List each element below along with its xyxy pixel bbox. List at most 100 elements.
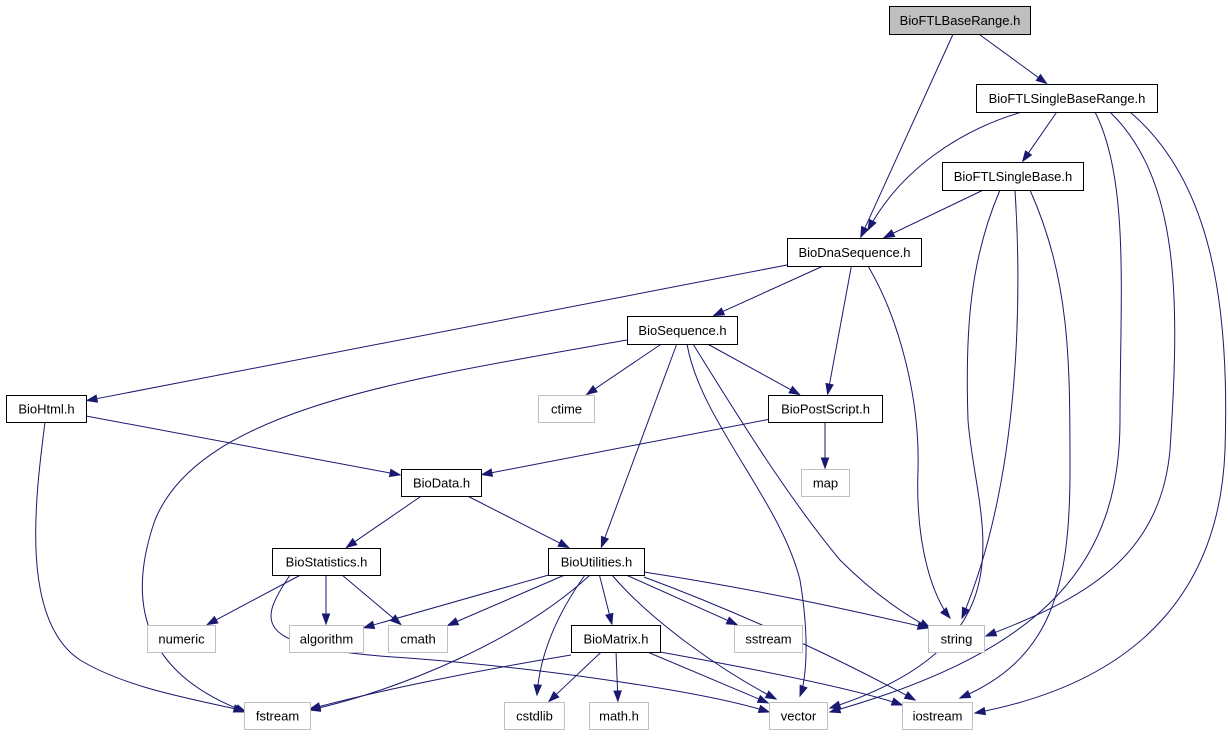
node-box bbox=[272, 548, 381, 576]
node-matrix[interactable]: BioMatrix.h bbox=[571, 625, 661, 653]
node-string: string bbox=[928, 625, 985, 653]
node-stats[interactable]: BioStatistics.h bbox=[272, 548, 381, 576]
node-cstdlib: cstdlib bbox=[504, 702, 565, 730]
arrowhead-icon bbox=[308, 702, 322, 711]
node-box bbox=[147, 625, 216, 653]
edge-html-to-data bbox=[85, 415, 402, 478]
node-box bbox=[889, 6, 1031, 35]
edge-seq-to-utils bbox=[600, 343, 678, 549]
node-iostream: iostream bbox=[902, 702, 973, 730]
node-label: algorithm bbox=[300, 632, 353, 647]
edge-utils-to-cmath bbox=[446, 574, 565, 626]
arrowhead-icon bbox=[799, 684, 808, 698]
node-box bbox=[401, 469, 482, 497]
arrowhead-icon bbox=[825, 382, 834, 396]
edge-utils-to-cstdlib bbox=[533, 574, 586, 697]
node-label: math.h bbox=[599, 709, 639, 724]
arrowhead-icon bbox=[206, 615, 219, 626]
arrowhead-icon bbox=[712, 307, 726, 317]
node-box bbox=[6, 395, 87, 423]
edge-dnaseq-to-seq bbox=[712, 265, 824, 317]
edge-matrix-to-vector bbox=[647, 651, 770, 704]
node-label: string bbox=[941, 632, 973, 647]
node-label: ctime bbox=[551, 402, 582, 417]
node-ctime: ctime bbox=[538, 395, 595, 423]
arrowhead-icon bbox=[345, 537, 358, 549]
edge-matrix-to-fstream bbox=[308, 654, 572, 711]
arrowhead-icon bbox=[557, 538, 570, 549]
edge-seq-to-ctime bbox=[585, 343, 662, 396]
node-sstream: sstream bbox=[734, 625, 803, 653]
edge-singlebaserange-to-iostream bbox=[973, 111, 1227, 716]
node-box bbox=[571, 625, 661, 653]
node-numeric: numeric bbox=[147, 625, 216, 653]
node-label: BioStatistics.h bbox=[286, 555, 368, 570]
node-html[interactable]: BioHtml.h bbox=[6, 395, 87, 423]
node-box bbox=[548, 548, 645, 576]
node-label: BioSequence.h bbox=[638, 323, 726, 338]
arrowhead-icon bbox=[828, 700, 842, 709]
arrowhead-icon bbox=[600, 535, 610, 549]
node-singlebaserange[interactable]: BioFTLSingleBaseRange.h bbox=[976, 84, 1158, 113]
node-vector: vector bbox=[769, 702, 828, 730]
edge-singlebase-to-string bbox=[961, 189, 1019, 620]
arrowhead-icon bbox=[973, 706, 987, 716]
arrowhead-icon bbox=[756, 694, 770, 704]
node-label: BioHtml.h bbox=[18, 402, 74, 417]
edge-dnaseq-to-postscript bbox=[825, 265, 852, 396]
node-box bbox=[289, 625, 364, 653]
arrowhead-icon bbox=[1035, 73, 1048, 85]
arrowhead-icon bbox=[85, 394, 99, 403]
node-root[interactable]: BioFTLBaseRange.h bbox=[889, 6, 1031, 35]
node-box bbox=[589, 702, 649, 730]
node-box bbox=[627, 316, 738, 345]
node-label: BioFTLSingleBase.h bbox=[954, 169, 1073, 184]
edge-singlebaserange-to-string bbox=[984, 111, 1176, 637]
node-box bbox=[768, 395, 883, 423]
node-singlebase[interactable]: BioFTLSingleBase.h bbox=[942, 162, 1084, 191]
edge-utils-to-vector bbox=[611, 574, 778, 700]
node-postscript[interactable]: BioPostScript.h bbox=[768, 395, 883, 423]
node-dnaseq[interactable]: BioDnaSequence.h bbox=[787, 238, 922, 267]
edge-postscript-to-map bbox=[820, 422, 830, 470]
nodes-layer: BioFTLBaseRange.hBioFTLSingleBaseRange.h… bbox=[6, 6, 1158, 730]
node-label: BioMatrix.h bbox=[583, 632, 648, 647]
arrowhead-icon bbox=[764, 690, 778, 700]
node-box bbox=[787, 238, 922, 267]
node-utils[interactable]: BioUtilities.h bbox=[548, 548, 645, 576]
arrowhead-icon bbox=[388, 468, 402, 478]
node-box bbox=[928, 625, 985, 653]
edge-utils-to-algorithm bbox=[362, 574, 549, 629]
arrowhead-icon bbox=[605, 612, 614, 626]
edge-root-to-singlebaserange bbox=[978, 33, 1048, 85]
node-algorithm: algorithm bbox=[289, 625, 364, 653]
node-label: BioDnaSequence.h bbox=[798, 245, 910, 260]
node-seq[interactable]: BioSequence.h bbox=[627, 316, 738, 345]
node-label: BioPostScript.h bbox=[781, 402, 870, 417]
edge-matrix-to-iostream bbox=[659, 651, 904, 706]
arrowhead-icon bbox=[984, 628, 998, 637]
node-box bbox=[244, 702, 311, 730]
node-label: BioFTLSingleBaseRange.h bbox=[989, 91, 1146, 106]
node-label: numeric bbox=[158, 632, 205, 647]
node-label: sstream bbox=[745, 632, 791, 647]
edge-stats-to-algorithm bbox=[321, 575, 331, 626]
edge-utils-to-matrix bbox=[598, 574, 614, 626]
node-box bbox=[942, 162, 1084, 191]
arrowhead-icon bbox=[725, 616, 739, 626]
node-box bbox=[538, 395, 595, 423]
node-data[interactable]: BioData.h bbox=[401, 469, 482, 497]
node-box bbox=[504, 702, 565, 730]
arrowhead-icon bbox=[757, 704, 771, 713]
edge-singlebase-to-iostream bbox=[958, 189, 1071, 699]
arrowhead-icon bbox=[882, 229, 896, 239]
arrowhead-icon bbox=[389, 614, 402, 626]
edge-matrix-to-mathh bbox=[613, 651, 622, 703]
arrowhead-icon bbox=[958, 689, 972, 699]
node-map: map bbox=[801, 469, 850, 497]
edge-singlebaserange-to-dnaseq bbox=[867, 111, 1023, 232]
edge-seq-to-postscript bbox=[707, 343, 801, 396]
node-label: fstream bbox=[256, 709, 299, 724]
node-label: vector bbox=[781, 709, 817, 724]
